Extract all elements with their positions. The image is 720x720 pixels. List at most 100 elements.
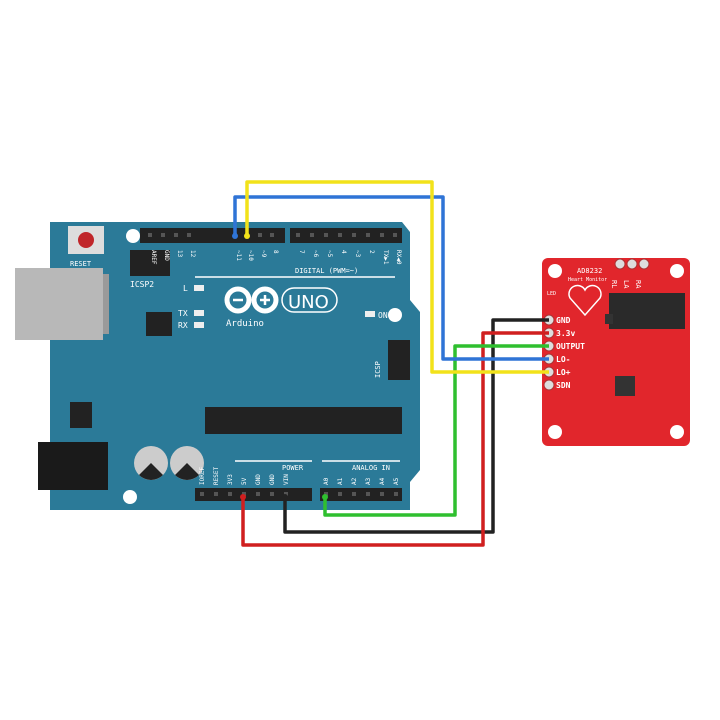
digital-pin-label: ~5	[326, 250, 333, 258]
digital-pin-socket[interactable]	[258, 233, 262, 237]
wire-33v	[241, 331, 549, 547]
analog-pin-socket[interactable]	[366, 492, 370, 496]
digital-pin-label: GND	[163, 250, 170, 261]
sensor-pin-label: SDN	[556, 381, 571, 390]
analog-pin-label: A4	[379, 477, 386, 485]
sensor-pin-label: OUTPUT	[556, 342, 585, 351]
digital-pin-socket[interactable]	[324, 233, 328, 237]
digital-pin-socket[interactable]	[148, 233, 152, 237]
digital-pin-socket[interactable]	[380, 233, 384, 237]
digital-pin-label: 2	[368, 250, 375, 254]
power-pin-label: GND	[255, 474, 262, 485]
analog-pin-socket[interactable]	[338, 492, 342, 496]
model-label: UNO	[288, 292, 329, 313]
analog-pin-label: A2	[351, 477, 358, 485]
power-header	[195, 488, 312, 501]
chip-small	[146, 312, 172, 336]
digital-pin-label: ~9	[260, 250, 267, 258]
digital-pin-socket[interactable]	[393, 233, 397, 237]
analog-header	[320, 488, 402, 501]
power-pin-label: IOREF	[199, 467, 206, 485]
wire-end	[240, 494, 246, 500]
power-jack	[38, 442, 108, 490]
wire-lo	[233, 195, 549, 361]
digital-pin-socket[interactable]	[296, 233, 300, 237]
audio-jack	[609, 293, 685, 329]
wire-end	[244, 233, 250, 239]
wire-end	[322, 494, 328, 500]
icsp-label: ICSP	[374, 361, 382, 378]
led-label-on: ON	[378, 311, 388, 320]
pin-ra: RA	[634, 280, 642, 289]
sensor-title: AD8232	[577, 267, 602, 275]
power-pin-label: 5V	[241, 477, 248, 485]
power-label: POWER	[282, 464, 304, 472]
wire-end	[282, 494, 288, 500]
power-pin-socket[interactable]	[284, 492, 288, 496]
analog-label: ANALOG IN	[352, 464, 390, 472]
analog-pin-label: A1	[337, 477, 344, 485]
wire-lo	[245, 180, 549, 374]
brand-label: Arduino	[226, 319, 264, 329]
pin-rl: RL	[610, 280, 618, 288]
digital-pin-socket[interactable]	[310, 233, 314, 237]
ad8232-chip	[615, 376, 635, 396]
digital-pin-label: 7	[298, 250, 305, 254]
power-pin-label: 3V3	[227, 474, 234, 485]
digital-pin-label: ~10	[247, 250, 254, 261]
sensor-pin[interactable]	[543, 379, 555, 391]
analog-pin-label: A0	[323, 477, 330, 485]
digital-pin-socket[interactable]	[187, 233, 191, 237]
arduino-logo: UNO Arduino	[224, 286, 338, 329]
digital-pin-socket[interactable]	[161, 233, 165, 237]
pin-la: LA	[622, 280, 630, 289]
wire-end	[232, 233, 238, 239]
power-pin-socket[interactable]	[256, 492, 260, 496]
digital-pin-socket[interactable]	[366, 233, 370, 237]
power-pin-label: GND	[269, 474, 276, 485]
digital-pin-socket[interactable]	[270, 233, 274, 237]
icsp2-header	[130, 250, 170, 276]
power-pin-socket[interactable]	[200, 492, 204, 496]
led-label-l: L	[183, 284, 188, 293]
power-pin-socket[interactable]	[214, 492, 218, 496]
usb-port	[15, 268, 103, 340]
digital-pin-label: 12	[189, 250, 196, 258]
analog-pin-socket[interactable]	[380, 492, 384, 496]
power-pin-socket[interactable]	[242, 492, 246, 496]
sensor-pin-label: GND	[556, 316, 571, 325]
sensor-pin-label: 3.3v	[556, 329, 575, 338]
ad8232-board: AD8232 Heart Monitor RL LA RA LED GND 3.3…	[542, 258, 690, 446]
regulator	[70, 402, 92, 428]
digital-pin-label: 8	[272, 250, 279, 254]
wire-output	[323, 344, 549, 517]
analog-pin-socket[interactable]	[394, 492, 398, 496]
digital-pin-label: ~3	[354, 250, 361, 258]
wire-gnd	[283, 318, 549, 534]
digital-pin-label: TX▶1	[382, 250, 389, 265]
digital-pin-label: AREF	[150, 250, 157, 265]
digital-pin-label: 4	[340, 250, 347, 254]
digital-pin-socket[interactable]	[338, 233, 342, 237]
analog-pin-socket[interactable]	[352, 492, 356, 496]
sensor-pin-label: LO-	[556, 355, 570, 364]
digital-pin-socket[interactable]	[352, 233, 356, 237]
power-pin-label: VIN	[283, 474, 290, 485]
digital-pin-label: ~6	[312, 250, 319, 258]
analog-pin-label: A3	[365, 477, 372, 485]
sensor-subtitle: Heart Monitor	[568, 277, 607, 283]
atmega-chip	[205, 407, 402, 434]
led-label: LED	[547, 291, 556, 297]
heart-icon	[568, 284, 602, 317]
sensor-pin-label: LO+	[556, 368, 571, 377]
led-label-tx: TX	[178, 309, 188, 318]
power-pin-socket[interactable]	[270, 492, 274, 496]
analog-pin-label: A5	[393, 477, 400, 485]
icsp2-label: ICSP2	[130, 280, 154, 289]
reset-label: RESET	[70, 260, 92, 268]
analog-pin-socket[interactable]	[324, 492, 328, 496]
digital-pin-socket[interactable]	[174, 233, 178, 237]
power-pin-socket[interactable]	[228, 492, 232, 496]
